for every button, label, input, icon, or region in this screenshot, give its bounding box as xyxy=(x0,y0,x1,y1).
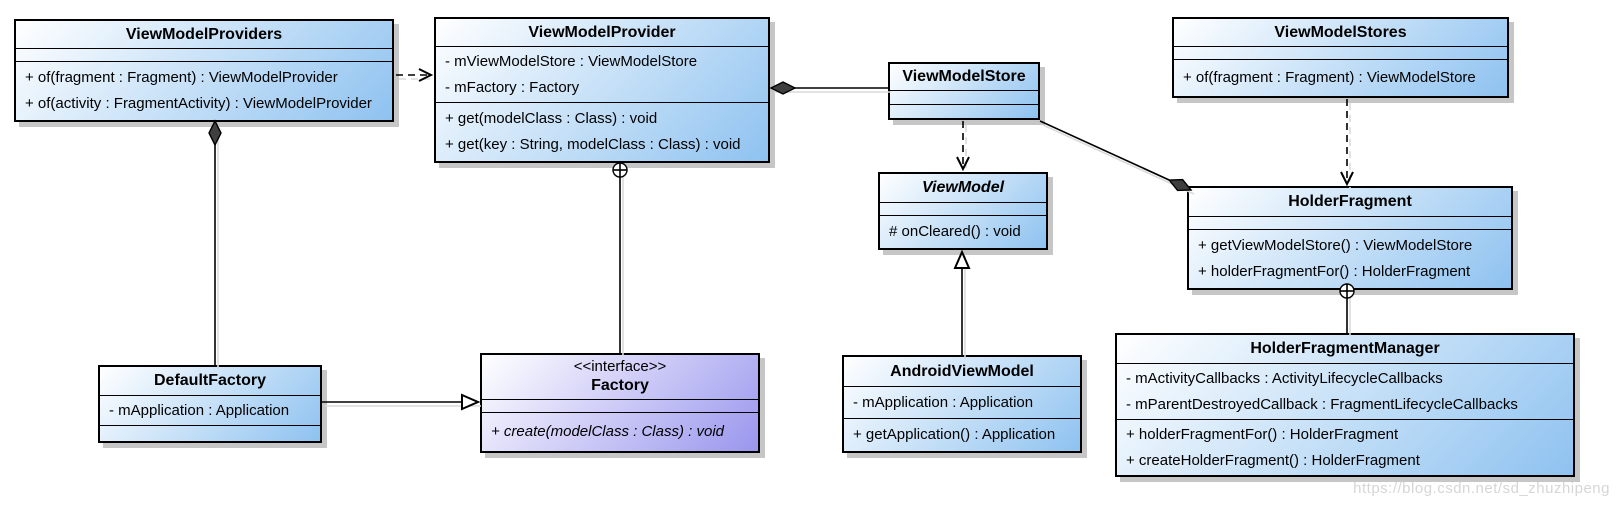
member-line: + createHolderFragment() : HolderFragmen… xyxy=(1126,451,1420,469)
class-name-label: AndroidViewModel xyxy=(890,362,1034,380)
ViewModelProviders-attributes-compartment xyxy=(16,48,392,61)
class-name-label: Factory xyxy=(591,377,649,395)
member-line: + getApplication() : Application xyxy=(853,426,1056,443)
HolderFragmentManager-attributes-compartment: - mActivityCallbacks : ActivityLifecycle… xyxy=(1117,363,1573,419)
relationship-androidviewmodel-extends-viewmodel[interactable] xyxy=(953,249,971,359)
class-ViewModel[interactable]: ViewModel # onCleared() : void xyxy=(878,172,1048,250)
class-ViewModelStores[interactable]: ViewModelStores + of(fragment : Fragment)… xyxy=(1172,17,1509,98)
relationship-provider-contains-factory[interactable] xyxy=(612,162,628,357)
class-DefaultFactory[interactable]: DefaultFactory - mApplication : Applicati… xyxy=(98,365,322,443)
relationship-defaultfactory-implements-factory[interactable] xyxy=(322,393,481,411)
member-line: - mApplication : Application xyxy=(853,393,1034,411)
class-title-ViewModelProviders: ViewModelProviders xyxy=(16,21,392,48)
member-line: + holderFragmentFor() : HolderFragment xyxy=(1198,263,1471,280)
class-ViewModelStore[interactable]: ViewModelStore xyxy=(888,62,1040,120)
class-title-ViewModelStores: ViewModelStores xyxy=(1174,19,1507,46)
ViewModelProvider-methods-compartment: + get(modelClass : Class) : void + get(ke… xyxy=(436,102,768,161)
watermark-text: https://blog.csdn.net/sd_zhuzhipeng xyxy=(1353,480,1610,497)
class-title-AndroidViewModel: AndroidViewModel xyxy=(844,357,1080,386)
class-name-label: ViewModel xyxy=(921,179,1005,197)
ViewModelProvider-attributes-compartment: - mViewModelStore : ViewModelStore - mFac… xyxy=(436,46,768,102)
member-line: - mApplication : Application xyxy=(109,401,290,419)
ViewModelStore-attributes-compartment xyxy=(890,90,1038,104)
class-AndroidViewModel[interactable]: AndroidViewModel - mApplication : Applica… xyxy=(842,355,1082,453)
class-name-label: ViewModelProvider xyxy=(528,23,676,41)
class-name-label: ViewModelStore xyxy=(902,68,1026,86)
Factory-methods-compartment: + create(modelClass : Class) : void xyxy=(482,412,758,451)
member-line: + get(modelClass : Class) : void xyxy=(445,110,658,127)
ViewModelStores-attributes-compartment xyxy=(1174,46,1507,59)
class-title-ViewModelStore: ViewModelStore xyxy=(890,64,1038,90)
relationship-holderfragment-owns-store[interactable] xyxy=(1039,120,1195,195)
class-name-label: ViewModelProviders xyxy=(125,25,283,43)
class-title-ViewModel: ViewModel xyxy=(880,174,1046,202)
class-ViewModelProviders[interactable]: ViewModelProviders + of(fragment : Fragme… xyxy=(14,19,394,122)
class-title-HolderFragment: HolderFragment xyxy=(1189,188,1511,216)
member-line: - mActivityCallbacks : ActivityLifecycle… xyxy=(1126,369,1443,387)
DefaultFactory-methods-compartment xyxy=(100,425,320,441)
class-Factory[interactable]: <<interface>>Factory + create(modelClass … xyxy=(480,353,760,453)
Factory-attributes-compartment xyxy=(482,399,758,412)
ViewModelStore-methods-compartment xyxy=(890,104,1038,118)
member-line: # onCleared() : void xyxy=(889,223,1021,240)
member-line: + of(fragment : Fragment) : ViewModelSto… xyxy=(1183,69,1476,86)
ViewModel-methods-compartment: # onCleared() : void xyxy=(880,215,1046,248)
member-line: + getViewModelStore() : ViewModelStore xyxy=(1198,237,1473,254)
HolderFragment-attributes-compartment xyxy=(1189,216,1511,229)
relationship-providers-uses-provider[interactable] xyxy=(396,68,434,82)
relationship-store-uses-viewmodel[interactable] xyxy=(956,121,970,173)
relationship-stores-uses-holderfragment[interactable] xyxy=(1340,99,1354,188)
AndroidViewModel-methods-compartment: + getApplication() : Application xyxy=(844,418,1080,451)
member-line: - mViewModelStore : ViewModelStore xyxy=(445,52,698,70)
member-line: + create(modelClass : Class) : void xyxy=(491,423,724,440)
relationship-providers-owns-defaultfactory[interactable] xyxy=(208,119,222,369)
relationship-provider-owns-store[interactable] xyxy=(769,81,891,95)
class-title-HolderFragmentManager: HolderFragmentManager xyxy=(1117,335,1573,363)
class-title-ViewModelProvider: ViewModelProvider xyxy=(436,19,768,46)
member-line: + holderFragmentFor() : HolderFragment xyxy=(1126,425,1399,443)
class-name-label: HolderFragment xyxy=(1288,193,1412,211)
class-title-Factory: <<interface>>Factory xyxy=(482,355,758,399)
DefaultFactory-attributes-compartment: - mApplication : Application xyxy=(100,395,320,425)
member-line: - mFactory : Factory xyxy=(445,78,580,96)
HolderFragment-methods-compartment: + getViewModelStore() : ViewModelStore + … xyxy=(1189,229,1511,288)
class-title-DefaultFactory: DefaultFactory xyxy=(100,367,320,395)
ViewModelStores-methods-compartment: + of(fragment : Fragment) : ViewModelSto… xyxy=(1174,59,1507,96)
class-ViewModelProvider[interactable]: ViewModelProvider - mViewModelStore : Vie… xyxy=(434,17,770,163)
class-name-label: ViewModelStores xyxy=(1274,23,1407,41)
ViewModel-attributes-compartment xyxy=(880,202,1046,215)
relationship-holderfragment-contains-manager[interactable] xyxy=(1339,283,1355,337)
member-line: + of(activity : FragmentActivity) : View… xyxy=(25,95,372,112)
member-line: - mParentDestroyedCallback : FragmentLif… xyxy=(1126,395,1518,413)
stereotype-label: <<interface>> xyxy=(573,358,667,376)
class-name-label: HolderFragmentManager xyxy=(1250,340,1440,358)
AndroidViewModel-attributes-compartment: - mApplication : Application xyxy=(844,386,1080,418)
class-name-label: DefaultFactory xyxy=(153,372,267,390)
class-HolderFragmentManager[interactable]: HolderFragmentManager - mActivityCallback… xyxy=(1115,333,1575,477)
member-line: + get(key : String, modelClass : Class) … xyxy=(445,136,741,153)
HolderFragmentManager-methods-compartment: + holderFragmentFor() : HolderFragment + … xyxy=(1117,419,1573,475)
class-HolderFragment[interactable]: HolderFragment + getViewModelStore() : Vi… xyxy=(1187,186,1513,290)
ViewModelProviders-methods-compartment: + of(fragment : Fragment) : ViewModelPro… xyxy=(16,61,392,120)
member-line: + of(fragment : Fragment) : ViewModelPro… xyxy=(25,69,338,86)
